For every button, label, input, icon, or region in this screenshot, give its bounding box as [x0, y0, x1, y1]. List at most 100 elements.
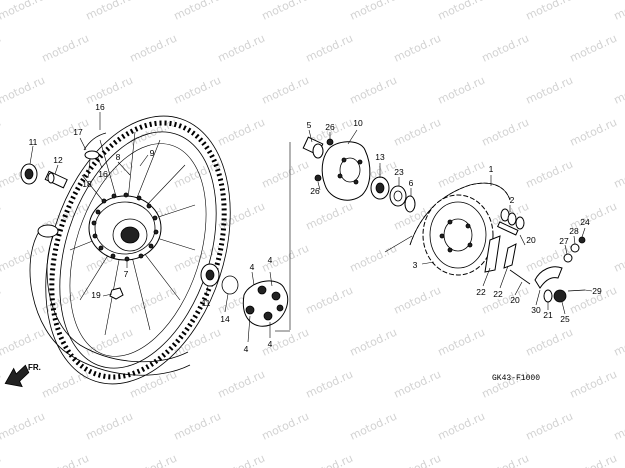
callout-30: 30: [531, 305, 541, 315]
watermark-text: motod.ru: [568, 368, 619, 401]
watermark-text: motod.ru: [612, 74, 625, 107]
callout-20-lower: 20: [510, 295, 520, 305]
callout-4-c: 4: [244, 344, 249, 354]
watermark-text: motod.ru: [348, 74, 399, 107]
watermark-text: motod.ru: [524, 326, 575, 359]
watermark-text: motod.ru: [524, 410, 575, 443]
watermark-text: motod.ru: [0, 326, 47, 359]
watermark-text: motod.ru: [392, 368, 443, 401]
watermark-text: motod.ru: [304, 284, 355, 317]
watermark-text: motod.ru: [392, 32, 443, 65]
watermark-text: motod.ru: [568, 32, 619, 65]
watermark-text: motod.ru: [128, 32, 179, 65]
watermark-text: motod.ru: [0, 284, 3, 317]
watermark-text: motod.ru: [0, 242, 47, 275]
watermark-text: motod.ru: [304, 368, 355, 401]
callout-26-lower: 26: [310, 186, 320, 196]
oil-seal: [389, 185, 407, 207]
watermark-text: motod.ru: [612, 326, 625, 359]
watermark-text: motod.ru: [216, 116, 267, 149]
watermark-text: motod.ru: [40, 116, 91, 149]
callout-17: 17: [73, 127, 83, 137]
watermark-text: motod.ru: [436, 410, 487, 443]
callout-13: 13: [375, 152, 385, 162]
brake-arm-assembly: [534, 236, 586, 303]
callout-7: 7: [124, 269, 129, 279]
watermark-text: motod.ru: [260, 74, 311, 107]
watermark-text: motod.ru: [0, 116, 3, 149]
watermark-text: motod.ru: [260, 158, 311, 191]
callout-8: 8: [116, 152, 121, 162]
watermark-text: motod.ru: [524, 0, 575, 23]
watermark-text: motod.ru: [40, 32, 91, 65]
watermark-text: motod.ru: [172, 0, 223, 23]
watermark-text: motod.ru: [612, 0, 625, 23]
watermark-text: motod.ru: [480, 452, 531, 468]
watermark-text: motod.ru: [216, 368, 267, 401]
watermark-text: motod.ru: [480, 32, 531, 65]
watermark-text: motod.ru: [172, 410, 223, 443]
inner-tube: [29, 224, 191, 376]
callout-22-right: 22: [493, 289, 503, 299]
callout-26: 26: [325, 122, 335, 132]
callout-16: 16: [95, 102, 105, 112]
watermark-text: motod.ru: [436, 158, 487, 191]
watermark-text: motod.ru: [392, 116, 443, 149]
callout-20: 20: [526, 235, 536, 245]
watermark-text: motod.ru: [524, 158, 575, 191]
watermark-text: motod.ru: [0, 74, 47, 107]
watermark-text: motod.ru: [568, 116, 619, 149]
watermark-text: motod.ru: [480, 116, 531, 149]
callout-12: 12: [53, 155, 63, 165]
watermark-text: motod.ru: [480, 284, 531, 317]
callout-5: 5: [307, 120, 312, 130]
watermark-text: motod.ru: [612, 158, 625, 191]
callout-16-lower: 16: [98, 169, 108, 179]
callout-6: 6: [409, 178, 414, 188]
watermark-text: motod.ru: [172, 74, 223, 107]
valve-nut: [109, 287, 124, 300]
callout-19: 19: [91, 290, 101, 300]
watermark-text: motod.ru: [436, 326, 487, 359]
flange-bearing: [370, 176, 390, 200]
callout-28: 28: [569, 226, 579, 236]
watermark-text: motod.ru: [0, 410, 47, 443]
watermark-text: motod.ru: [612, 410, 625, 443]
chain-adjuster-plates: [484, 235, 531, 285]
watermark-text: motod.ru: [348, 0, 399, 23]
watermark-text: motod.ru: [612, 242, 625, 275]
watermark-text: motod.ru: [84, 74, 135, 107]
driven-sprocket: [422, 194, 494, 276]
wheel-damper-group: [200, 263, 289, 327]
watermark-text: motod.ru: [128, 452, 179, 468]
watermark-text: motod.ru: [260, 0, 311, 23]
left-bearing: [20, 163, 38, 185]
drive-chain: [384, 182, 511, 253]
watermark-text: motod.ru: [84, 410, 135, 443]
callout-18: 18: [82, 179, 92, 189]
watermark-text: motod.ru: [0, 368, 3, 401]
callout-9: 9: [150, 148, 155, 158]
watermark-text: motod.ru: [436, 0, 487, 23]
callout-25: 25: [560, 314, 570, 324]
callout-21: 21: [543, 310, 553, 320]
callout-3: 3: [413, 260, 418, 270]
callout-14: 14: [220, 314, 230, 324]
watermark-text: motod.ru: [216, 32, 267, 65]
distance-collar-right: [404, 195, 416, 213]
diagram-code: GK43-F1000: [492, 374, 540, 383]
callout-2: 2: [510, 195, 515, 205]
watermark-text: motod.ru: [392, 284, 443, 317]
callout-numbers: 11 12 16 17 18 16 8 9 7 19 11 14 4 4 4 4…: [29, 102, 602, 354]
watermark-text: motod.ru: [40, 452, 91, 468]
watermark-text: motod.ru: [128, 116, 179, 149]
watermark-text: motod.ru: [128, 368, 179, 401]
watermark-text: motod.ru: [392, 452, 443, 468]
watermark-text: motod.ru: [348, 410, 399, 443]
watermark-text: motod.ru: [524, 74, 575, 107]
watermark-text: motod.ru: [480, 368, 531, 401]
callout-4-b: 4: [268, 255, 273, 265]
callout-4-d: 4: [268, 339, 273, 349]
rim-tape: [83, 132, 107, 160]
